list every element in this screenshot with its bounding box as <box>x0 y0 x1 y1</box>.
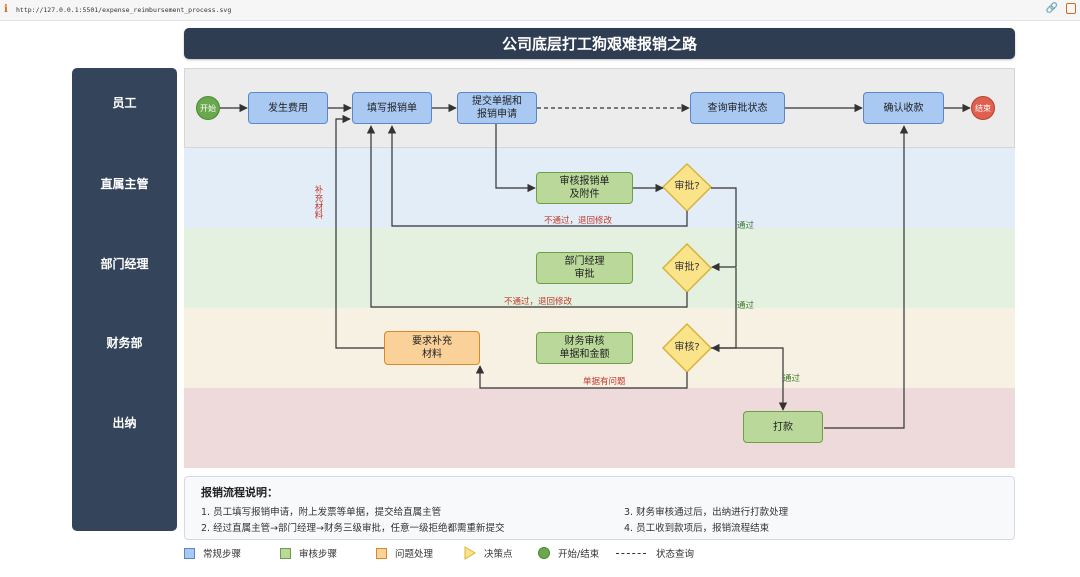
edge-label-pass-1: 通过 <box>737 221 755 231</box>
green-circle-icon <box>538 547 550 559</box>
node-manager-review: 部门经理 审批 <box>536 252 633 284</box>
legend-start-end: 开始/结束 <box>538 545 599 561</box>
process-notes: 报销流程说明： 1. 员工填写报销申请，附上发票等单据，提交给直属主管 2. 经… <box>184 476 1015 540</box>
node-check-status: 查询审批状态 <box>690 92 785 124</box>
node-incur-expense: 发生费用 <box>248 92 328 124</box>
legend-problem-label: 问题处理 <box>395 549 434 560</box>
url-text[interactable]: http://127.0.0.1:5501/expense_reimbursem… <box>16 6 232 14</box>
lane-label-panel: 员工 直属主管 部门经理 财务部 出纳 <box>72 68 177 531</box>
node-payment: 打款 <box>743 411 823 443</box>
lane-label-finance: 财务部 <box>106 336 143 350</box>
legend-status-query-label: 状态查询 <box>656 549 695 560</box>
node-finance-review: 财务审核 单据和金额 <box>536 332 633 364</box>
notes-title: 报销流程说明： <box>201 486 278 499</box>
extension-icon[interactable] <box>1066 3 1076 14</box>
note-1: 1. 员工填写报销申请，附上发票等单据，提交给直属主管 <box>201 507 442 518</box>
legend-decision-label: 决策点 <box>484 549 513 560</box>
edge-label-pass-2: 通过 <box>737 301 755 311</box>
note-4: 4. 员工收到款项后，报销流程结束 <box>624 523 770 534</box>
legend-regular-label: 常规步骤 <box>203 549 242 560</box>
node-submit: 提交单据和 报销申请 <box>457 92 537 124</box>
edge-label-finance-problem: 单据有问题 <box>583 377 626 387</box>
diagram-title: 公司底层打工狗艰难报销之路 <box>184 28 1015 59</box>
end-node: 结束 <box>971 96 995 120</box>
legend-status-query: 状态查询 <box>616 545 694 561</box>
green-square-icon <box>280 547 291 559</box>
lane-label-manager: 部门经理 <box>100 257 149 271</box>
link-icon[interactable]: 🔗 <box>1045 3 1058 14</box>
edge-label-supplement: 补充材料 <box>313 185 323 219</box>
lane-label-supervisor: 直属主管 <box>100 177 149 191</box>
edge-label-manager-reject: 不通过，退回修改 <box>504 297 573 307</box>
node-fill-form: 填写报销单 <box>352 92 432 124</box>
info-icon[interactable]: i <box>4 4 8 15</box>
legend-review-label: 审核步骤 <box>299 549 338 560</box>
lane-label-employee: 员工 <box>112 96 137 110</box>
dashed-line-icon <box>616 552 646 554</box>
note-2: 2. 经过直属主管→部门经理→财务三级审批，任意一级拒绝都需重新提交 <box>201 523 505 534</box>
legend-problem: 问题处理 <box>376 545 433 561</box>
blue-square-icon <box>184 547 195 559</box>
finance-decision-label: 审核? <box>674 342 700 353</box>
node-supervisor-review: 审核报销单 及附件 <box>536 172 633 204</box>
edge-label-pass-3: 通过 <box>783 374 801 384</box>
note-3: 3. 财务审核通过后，出纳进行打款处理 <box>624 507 789 518</box>
orange-square-icon <box>376 547 387 559</box>
legend-start-end-label: 开始/结束 <box>558 549 600 560</box>
edge-label-supervisor-reject: 不通过，退回修改 <box>544 216 613 226</box>
start-node: 开始 <box>196 96 220 120</box>
legend-regular: 常规步骤 <box>184 545 241 561</box>
yellow-diamond-icon <box>464 546 476 560</box>
lane-cashier <box>184 388 1015 468</box>
supervisor-decision-label: 审批? <box>674 181 700 192</box>
lane-label-cashier: 出纳 <box>112 416 137 430</box>
legend-decision: 决策点 <box>462 545 513 561</box>
node-request-more: 要求补充 材料 <box>384 331 480 365</box>
legend-review: 审核步骤 <box>280 545 337 561</box>
manager-decision-label: 审批? <box>674 262 700 273</box>
browser-url-bar: i http://127.0.0.1:5501/expense_reimburs… <box>0 0 1080 21</box>
node-confirm-payment: 确认收款 <box>863 92 944 124</box>
